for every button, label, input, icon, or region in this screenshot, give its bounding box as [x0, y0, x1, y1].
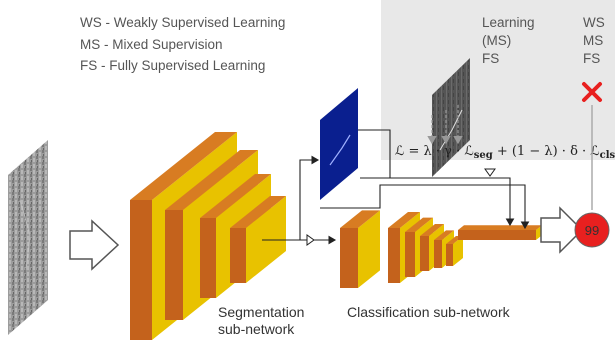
- svg-text:ℒ = λ · γ · ℒseg + (1 − λ) · δ: ℒ = λ · γ · ℒseg + (1 − λ) · δ · ℒcls: [395, 144, 615, 161]
- learning-panel: [381, 0, 615, 160]
- input-image: [8, 140, 48, 335]
- input-arrow-icon: [69, 219, 120, 271]
- classification-subnetwork: [340, 210, 542, 288]
- learning-col2-2: FS: [583, 51, 600, 66]
- legend: WS - Weakly Supervised Learning MS - Mix…: [80, 15, 285, 73]
- skip-line-1: [320, 184, 530, 230]
- learning-col1-0: Learning: [482, 15, 535, 30]
- to-segmap-line: [299, 155, 320, 240]
- cls-fc-layer: [458, 225, 542, 240]
- legend-ws: WS - Weakly Supervised Learning: [80, 15, 285, 30]
- learning-col2-1: MS: [583, 33, 603, 48]
- legend-ms: MS - Mixed Supervision: [80, 37, 223, 52]
- classification-label: Classification sub-network: [347, 304, 511, 320]
- legend-fs: FS - Fully Supervised Learning: [80, 58, 265, 73]
- output-score-circle: [574, 212, 610, 248]
- learning-col1-1: (MS): [482, 33, 511, 48]
- cross-icon: [582, 82, 602, 102]
- cls-layer-1: [340, 210, 380, 288]
- loss-formula: ℒ = λ · γ · ℒseg + (1 − λ) · δ · ℒcls: [395, 144, 615, 161]
- segmentation-label-1: sub-network: [218, 321, 295, 337]
- learning-col1-2: FS: [482, 51, 499, 66]
- output-score-text: 99: [585, 223, 599, 238]
- skip-line-2: [360, 177, 515, 227]
- learning-col2-0: WS: [583, 15, 605, 30]
- segmentation-map: [320, 88, 358, 200]
- segmentation-label-0: Segmentation: [218, 304, 304, 320]
- output-arrow-icon: [540, 206, 584, 254]
- segmentation-subnetwork: [130, 132, 286, 340]
